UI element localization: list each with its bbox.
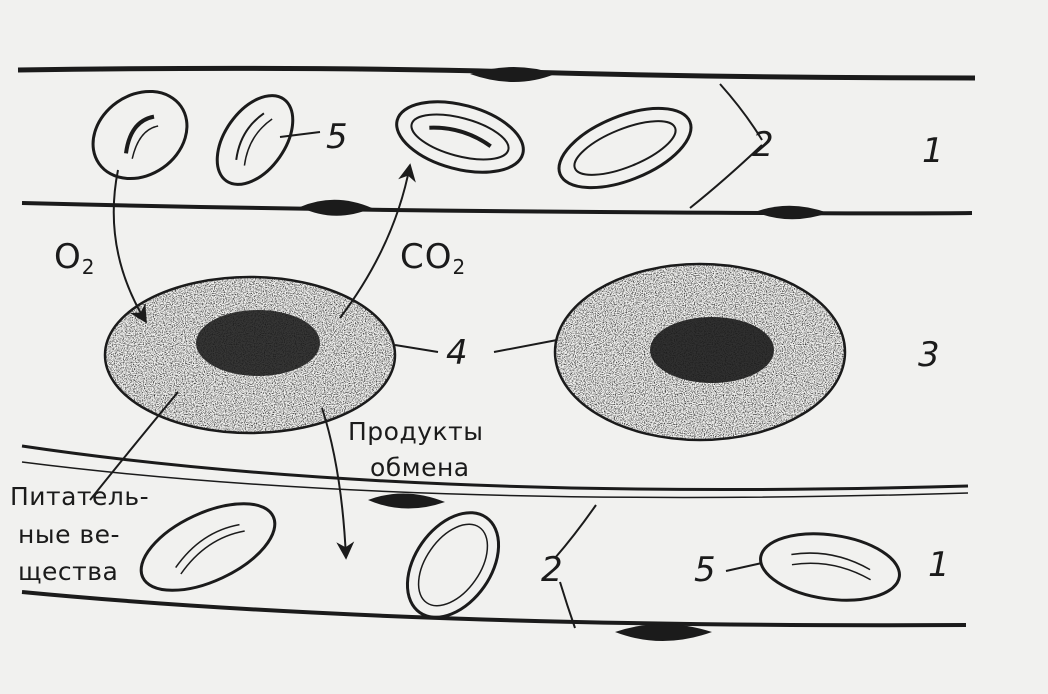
nutrients-label-line2: ные ве- [18, 520, 120, 549]
carbon-dioxide-label: CO2 [400, 240, 466, 284]
leader-erythrocyte-bottom [726, 563, 762, 571]
erythrocyte-bottom-3 [756, 526, 904, 609]
erythrocyte-top-3 [389, 89, 531, 184]
metabolites-arrow [322, 408, 346, 558]
erythrocyte-bottom-2 [389, 496, 518, 635]
oxygen-arrow [114, 170, 146, 322]
metabolites-label-line1: Продукты [348, 417, 483, 446]
erythrocyte-top-4 [548, 92, 702, 204]
label-wall-bottom: 2 [541, 553, 563, 587]
oxygen-symbol: O [54, 237, 82, 277]
oxygen-label: O2 [54, 240, 96, 284]
leader-erythrocyte-top [280, 132, 320, 137]
erythrocyte-bottom-1 [128, 486, 287, 608]
nutrients-label-line3: щества [18, 557, 118, 586]
label-vessel-bottom: 1 [928, 548, 950, 582]
leader-tissue-cell [395, 340, 557, 352]
tissue-cell-right [555, 264, 845, 440]
label-tissue: 3 [918, 338, 940, 372]
label-vessel-top: 1 [922, 134, 944, 168]
capillary-wall-top-lower [22, 200, 972, 220]
carbon-dioxide-subscript: 2 [453, 255, 467, 279]
nutrients-label-line1: Питатель- [10, 482, 149, 511]
capillary-wall-top-upper [18, 67, 975, 82]
label-erythrocyte-top: 5 [326, 120, 348, 154]
erythrocyte-top-1 [76, 74, 204, 197]
label-wall-top: 2 [752, 128, 774, 162]
label-erythrocyte-bottom: 5 [694, 553, 716, 587]
carbon-dioxide-symbol: CO [400, 237, 453, 277]
label-tissue-cell: 4 [446, 336, 468, 370]
oxygen-subscript: 2 [82, 255, 96, 279]
capillary-wall-bottom-upper [22, 446, 968, 509]
metabolites-label-line2: обмена [370, 453, 470, 482]
erythrocyte-top-2 [202, 82, 309, 198]
